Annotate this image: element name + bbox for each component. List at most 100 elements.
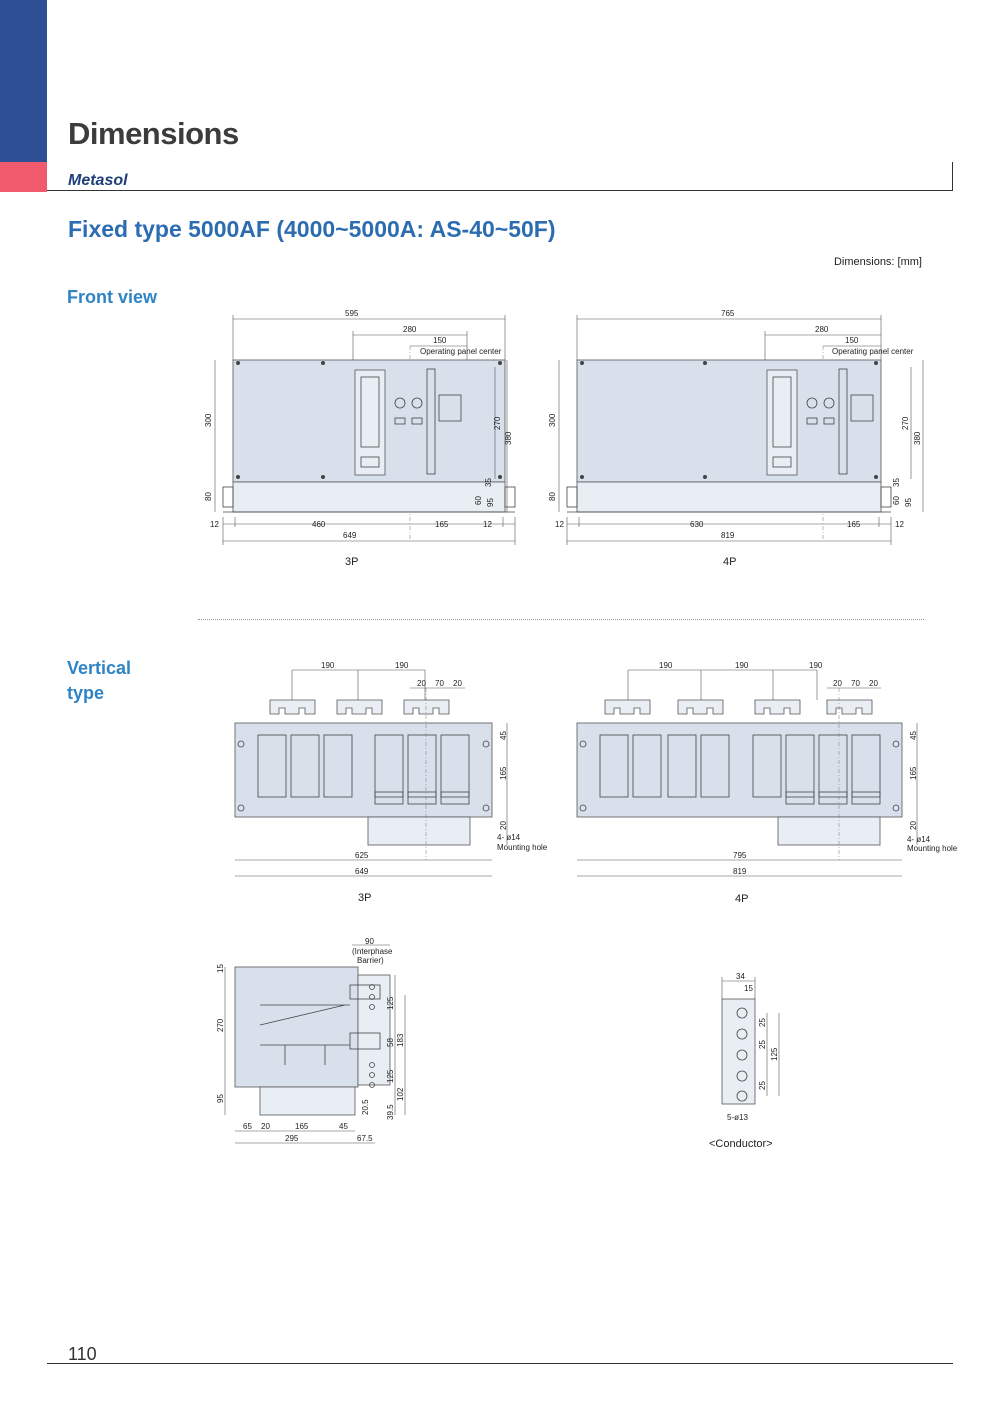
dim-819: 819 [733, 867, 747, 876]
operating-panel-label: Operating panel center [420, 347, 502, 356]
dim-25-c: 25 [758, 1081, 767, 1090]
dim-20: 20 [499, 821, 508, 830]
dim-649: 649 [343, 531, 357, 540]
dim-183: 183 [396, 1033, 405, 1047]
dim-102: 102 [396, 1087, 405, 1101]
dim-125-b: 125 [386, 1069, 395, 1083]
dim-20: 20 [909, 821, 918, 830]
dim-60: 60 [474, 496, 483, 505]
product-subtitle: Fixed type 5000AF (4000~5000A: AS-40~50F… [68, 216, 556, 242]
operating-panel-label: Operating panel center [832, 347, 914, 356]
hole-note: Mounting hole [907, 844, 958, 853]
section-divider [198, 619, 924, 620]
dim-95: 95 [216, 1094, 225, 1103]
dim-595: 595 [345, 309, 359, 318]
dim-90: 90 [365, 937, 374, 946]
dim-765: 765 [721, 309, 735, 318]
dim-45: 45 [499, 731, 508, 740]
front-view-4p-drawing: 765 280 150 Operating panel center 300 8… [548, 309, 924, 568]
caption-3p: 3P [358, 892, 371, 904]
page-number: 110 [68, 1344, 97, 1364]
front-view-3p-drawing: 595 280 150 Operating panel center 300 8… [204, 309, 516, 568]
dim-165: 165 [435, 520, 449, 529]
header-rule-tick [952, 162, 953, 191]
dim-165: 165 [847, 520, 861, 529]
dim-65: 65 [243, 1122, 252, 1131]
hole-note: Mounting hole [497, 843, 548, 852]
hole-label: 4- ø14 [907, 835, 931, 844]
dim-20-b: 20 [869, 679, 878, 688]
dim-95: 95 [486, 498, 495, 507]
dim-20-5: 20.5 [361, 1099, 370, 1115]
dim-300: 300 [204, 413, 213, 427]
footer-rule [47, 1363, 953, 1364]
dim-58: 58 [386, 1038, 395, 1047]
dim-150: 150 [845, 336, 859, 345]
dim-270: 270 [493, 416, 502, 430]
caption-conductor: <Conductor> [709, 1138, 773, 1150]
dim-12-left: 12 [210, 520, 219, 529]
dim-70: 70 [435, 679, 444, 688]
dim-45: 45 [909, 731, 918, 740]
dim-39-5: 39.5 [386, 1104, 395, 1120]
dim-190-a: 190 [321, 661, 335, 670]
barrier-note-2: Barrier) [357, 956, 384, 965]
dim-165: 165 [499, 766, 508, 780]
dim-12-right: 12 [483, 520, 492, 529]
vertical-4p-drawing: 190 190 190 20 70 20 45 165 20 4- ø14 Mo… [576, 661, 958, 905]
dim-15: 15 [744, 984, 753, 993]
dim-12-right: 12 [895, 520, 904, 529]
dim-460: 460 [312, 520, 326, 529]
dim-270: 270 [216, 1018, 225, 1032]
dim-125-a: 125 [386, 996, 395, 1010]
dim-795: 795 [733, 851, 747, 860]
dim-190-b: 190 [735, 661, 749, 670]
dim-20-b: 20 [453, 679, 462, 688]
dim-190-a: 190 [659, 661, 673, 670]
dim-125: 125 [770, 1047, 779, 1061]
dim-20-a: 20 [417, 679, 426, 688]
dim-20-a: 20 [833, 679, 842, 688]
dim-95: 95 [904, 498, 913, 507]
dimensions-unit-note: Dimensions: [mm] [833, 256, 922, 268]
dim-190-b: 190 [395, 661, 409, 670]
section-vertical-line1: Vertical [67, 658, 132, 678]
dim-380: 380 [913, 431, 922, 445]
dim-80: 80 [548, 492, 557, 501]
header-rule [47, 190, 953, 191]
dim-295: 295 [285, 1134, 299, 1143]
dim-80: 80 [204, 492, 213, 501]
dim-35: 35 [484, 478, 493, 487]
sidebar-accent-blue [0, 0, 47, 162]
dim-45: 45 [339, 1122, 348, 1131]
caption-4p: 4P [723, 556, 736, 568]
dim-280: 280 [815, 325, 829, 334]
hole-label: 4- ø14 [497, 833, 521, 842]
dim-280: 280 [403, 325, 417, 334]
barrier-note-1: (Interphase [352, 947, 393, 956]
dim-70: 70 [851, 679, 860, 688]
section-front-view: Front view [67, 287, 158, 307]
page-title: Dimensions [68, 116, 239, 151]
caption-4p: 4P [735, 893, 748, 905]
caption-3p: 3P [345, 556, 358, 568]
dim-150: 150 [433, 336, 447, 345]
dim-67-5: 67.5 [357, 1134, 373, 1143]
dim-165: 165 [295, 1122, 309, 1131]
brand-label: Metasol [68, 172, 128, 189]
side-view-drawing: 90 (Interphase Barrier) 15 270 95 125 58… [216, 937, 406, 1144]
dim-34: 34 [736, 972, 745, 981]
dim-35: 35 [892, 478, 901, 487]
dim-25-a: 25 [758, 1018, 767, 1027]
dim-300: 300 [548, 413, 557, 427]
dim-190-c: 190 [809, 661, 823, 670]
vertical-3p-drawing: 190 190 20 70 20 45 165 20 4- ø14 Mounti… [234, 661, 548, 904]
dim-25-b: 25 [758, 1040, 767, 1049]
dim-625: 625 [355, 851, 369, 860]
dim-20: 20 [261, 1122, 270, 1131]
dim-15: 15 [216, 964, 225, 973]
dim-12-left: 12 [555, 520, 564, 529]
sidebar-accent-red [0, 162, 47, 192]
dim-630: 630 [690, 520, 704, 529]
dim-649: 649 [355, 867, 369, 876]
